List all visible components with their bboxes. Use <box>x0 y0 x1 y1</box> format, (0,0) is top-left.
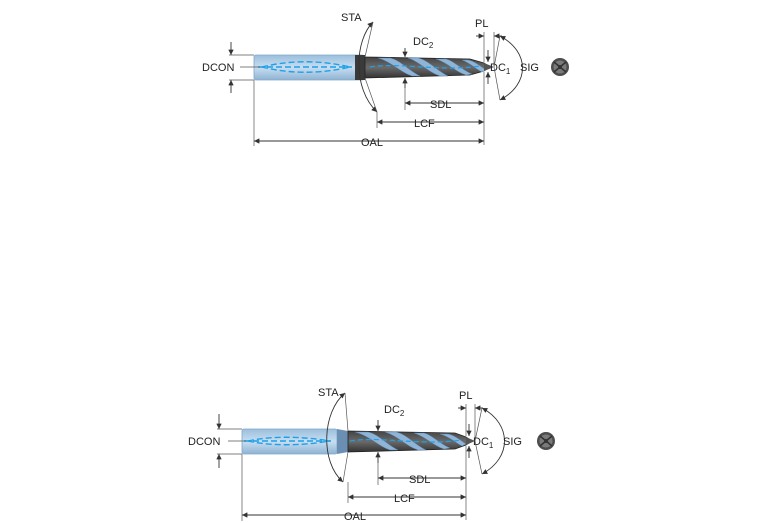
coolant-channel-body <box>369 64 481 69</box>
oal-label: OAL <box>344 511 366 523</box>
dcon-label: DCON <box>188 436 220 448</box>
drill-flutes <box>354 431 467 451</box>
sta-label: STA <box>341 12 362 24</box>
dc2-label: DC2 <box>384 404 405 418</box>
sdl-label: SDL <box>409 474 430 486</box>
sdl-label: SDL <box>430 99 451 111</box>
lcf-label: LCF <box>414 118 435 130</box>
coolant-channel-body <box>349 438 463 443</box>
coolant-channel <box>244 436 334 446</box>
pl-label: PL <box>475 18 488 30</box>
drill-diagram-bottom: DCON STA DC2 PL DC1 SIG <box>188 387 555 523</box>
drill-tip <box>466 437 475 445</box>
dc1-label: DC1 <box>490 62 511 76</box>
sta-label: STA <box>318 387 339 399</box>
dcon-label: DCON <box>202 62 234 74</box>
sig-label: SIG <box>503 436 522 448</box>
sig-label: SIG <box>520 62 539 74</box>
shank-collar <box>355 55 365 80</box>
shank-taper <box>337 429 348 454</box>
oal-label: OAL <box>361 137 383 149</box>
pl-label: PL <box>459 390 472 402</box>
coolant-channel <box>258 61 352 73</box>
drill-tip-end-view-icon <box>551 58 569 76</box>
dc2-label: DC2 <box>413 36 434 50</box>
drill-tip-end-view-icon <box>537 432 555 450</box>
lcf-label: LCF <box>394 493 415 505</box>
drill-flutes <box>377 57 487 77</box>
drill-tip <box>484 63 494 71</box>
drill-diagram-top: DCON STA DC2 PL DC1 SIG <box>202 12 569 149</box>
